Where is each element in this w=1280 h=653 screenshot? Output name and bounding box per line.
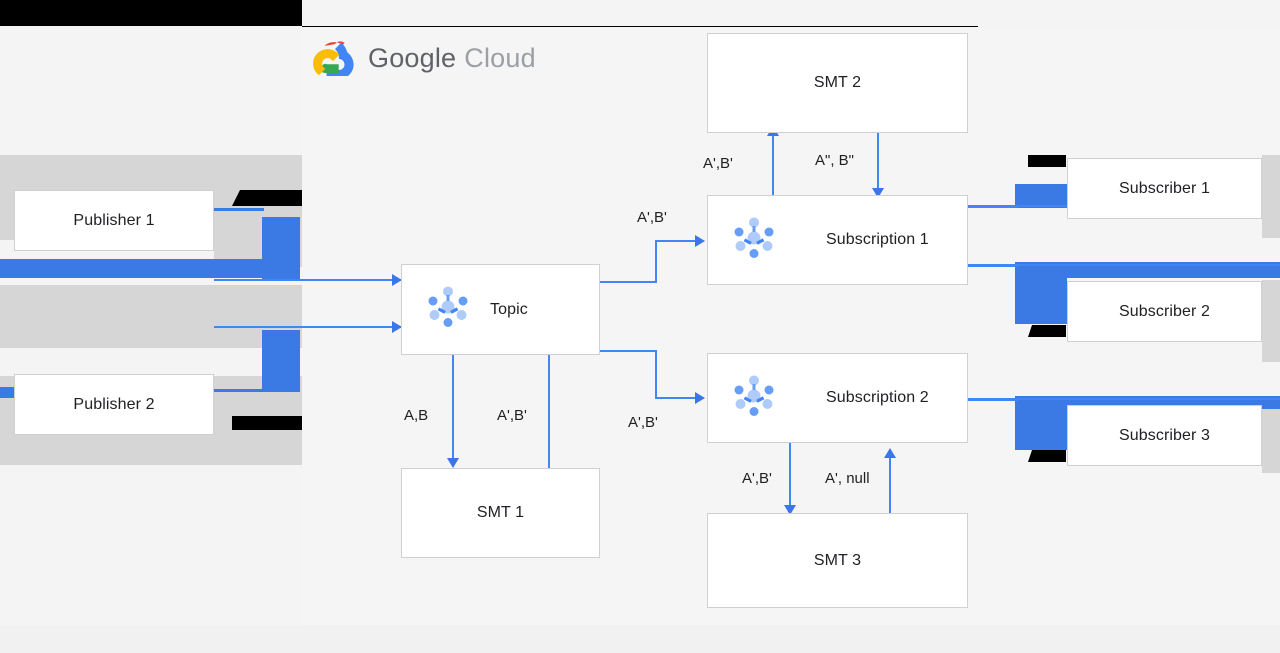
right-smear-block-3 bbox=[1015, 262, 1067, 324]
left-smear-block-4 bbox=[0, 387, 14, 398]
edge-sub1-smt2-line bbox=[772, 130, 774, 204]
edge-label-topic-sub1: A',B' bbox=[637, 209, 667, 226]
right-smear-block-1 bbox=[1015, 184, 1067, 208]
edge-sub1-subscriber1-line bbox=[968, 205, 1068, 207]
edge-sub2-smt3-arrowhead bbox=[784, 505, 796, 515]
pubsub-topic-icon bbox=[424, 283, 472, 336]
edge-pub1-topic-line bbox=[214, 279, 402, 281]
node-publisher-2[interactable]: Publisher 2 bbox=[14, 374, 214, 435]
node-publisher-1-label: Publisher 1 bbox=[73, 211, 155, 229]
edge-topic-smt1-arrowhead bbox=[447, 458, 459, 468]
edge-label-topic-sub2: A',B' bbox=[628, 414, 658, 431]
right-redaction-bar-2 bbox=[1028, 325, 1066, 337]
node-subscriber-2[interactable]: Subscriber 2 bbox=[1067, 281, 1262, 342]
bottom-strip bbox=[0, 625, 1280, 653]
right-artifact-band-1 bbox=[1262, 155, 1280, 238]
edge-topic-sub1-seg-h1 bbox=[600, 281, 657, 283]
node-subscriber-1[interactable]: Subscriber 1 bbox=[1067, 158, 1262, 219]
node-smt-3[interactable]: SMT 3 bbox=[707, 513, 968, 608]
edge-sub2-subscriber3-line bbox=[968, 398, 1280, 400]
node-topic[interactable]: Topic bbox=[401, 264, 600, 355]
edge-smt1-topic-line bbox=[548, 328, 550, 468]
node-smt-2[interactable]: SMT 2 bbox=[707, 33, 968, 133]
node-smt-1-label: SMT 1 bbox=[476, 504, 525, 521]
right-smear-block-2 bbox=[1015, 262, 1280, 278]
pubsub-subscription-icon bbox=[730, 372, 778, 425]
edge-label-smt3-sub2: A', null bbox=[825, 470, 870, 487]
left-smear-block-1 bbox=[262, 217, 300, 280]
right-redaction-bar-3 bbox=[1028, 450, 1066, 462]
logo-text-cloud: Cloud bbox=[464, 42, 536, 73]
node-smt-3-label: SMT 3 bbox=[813, 551, 862, 569]
left-smear-block-2 bbox=[0, 259, 262, 278]
node-subscription-1-label: Subscription 1 bbox=[826, 231, 929, 248]
node-topic-label: Topic bbox=[490, 300, 528, 318]
edge-topic-sub2-arrowhead bbox=[695, 392, 705, 404]
node-smt-2-label: SMT 2 bbox=[813, 74, 862, 91]
edge-label-smt1-topic: A',B' bbox=[497, 407, 527, 424]
node-subscription-2-label: Subscription 2 bbox=[826, 389, 929, 406]
edge-smt2-sub1-arrowhead bbox=[872, 188, 884, 198]
edge-label-topic-smt1: A,B bbox=[404, 407, 429, 424]
edge-pub1-topic-arrowhead bbox=[392, 274, 402, 286]
pubsub-subscription-icon bbox=[730, 214, 778, 267]
edge-topic-sub2-seg-v bbox=[655, 350, 657, 398]
left-artifact-band-8 bbox=[0, 432, 302, 465]
edge-topic-sub2-seg-h1 bbox=[600, 350, 657, 352]
edge-pub2-topic-arrowhead bbox=[392, 321, 402, 333]
logo-text-google: Google bbox=[368, 42, 457, 73]
right-artifact-band-2 bbox=[1262, 280, 1280, 362]
edge-topic-sub1-arrowhead bbox=[695, 235, 705, 247]
edge-sub2-smt3-line bbox=[789, 443, 791, 508]
left-redaction-bar-1 bbox=[232, 190, 302, 206]
top-redaction-bar-left bbox=[0, 0, 302, 26]
google-cloud-logo-icon bbox=[313, 41, 354, 76]
edge-label-smt2-sub1: A", B" bbox=[815, 152, 854, 169]
right-artifact-band-3 bbox=[1262, 403, 1280, 473]
edge-smt2-sub1-line bbox=[877, 130, 879, 192]
edge-label-sub2-smt3: A',B' bbox=[742, 470, 772, 487]
right-redaction-bar-1 bbox=[1028, 155, 1066, 167]
left-artifact-band-1 bbox=[0, 155, 302, 195]
node-subscriber-3[interactable]: Subscriber 3 bbox=[1067, 405, 1262, 466]
edge-pub2-topic-line bbox=[214, 326, 402, 328]
node-subscription-1[interactable]: Subscription 1 bbox=[707, 195, 968, 285]
edge-label-sub1-smt2: A',B' bbox=[703, 155, 733, 172]
node-subscriber-1-label: Subscriber 1 bbox=[1118, 179, 1211, 197]
node-publisher-1[interactable]: Publisher 1 bbox=[14, 190, 214, 251]
left-smear-line-1 bbox=[207, 208, 264, 211]
node-subscriber-2-label: Subscriber 2 bbox=[1118, 302, 1211, 320]
left-redaction-bar-2 bbox=[232, 416, 302, 430]
edge-topic-smt1-line bbox=[452, 355, 454, 460]
edge-topic-sub2-seg-h2 bbox=[655, 397, 697, 399]
left-artifact-band-4 bbox=[0, 285, 302, 348]
edge-smt3-sub2-line bbox=[889, 452, 891, 515]
left-smear-block-3 bbox=[262, 330, 300, 392]
right-smear-block-5 bbox=[1015, 396, 1067, 450]
node-publisher-2-label: Publisher 2 bbox=[73, 395, 155, 413]
left-smear-line-2 bbox=[207, 389, 264, 392]
node-subscriber-3-label: Subscriber 3 bbox=[1118, 426, 1211, 444]
edge-sub1-subscriber2-line bbox=[968, 264, 1280, 266]
node-smt-1[interactable]: SMT 1 bbox=[401, 468, 600, 558]
left-artifact-band-6 bbox=[0, 406, 15, 438]
edge-topic-sub1-seg-h2 bbox=[655, 240, 697, 242]
edge-topic-sub1-seg-v bbox=[655, 240, 657, 283]
edge-smt3-sub2-arrowhead bbox=[884, 448, 896, 458]
left-artifact-band-2 bbox=[0, 195, 18, 240]
node-subscription-2[interactable]: Subscription 2 bbox=[707, 353, 968, 443]
